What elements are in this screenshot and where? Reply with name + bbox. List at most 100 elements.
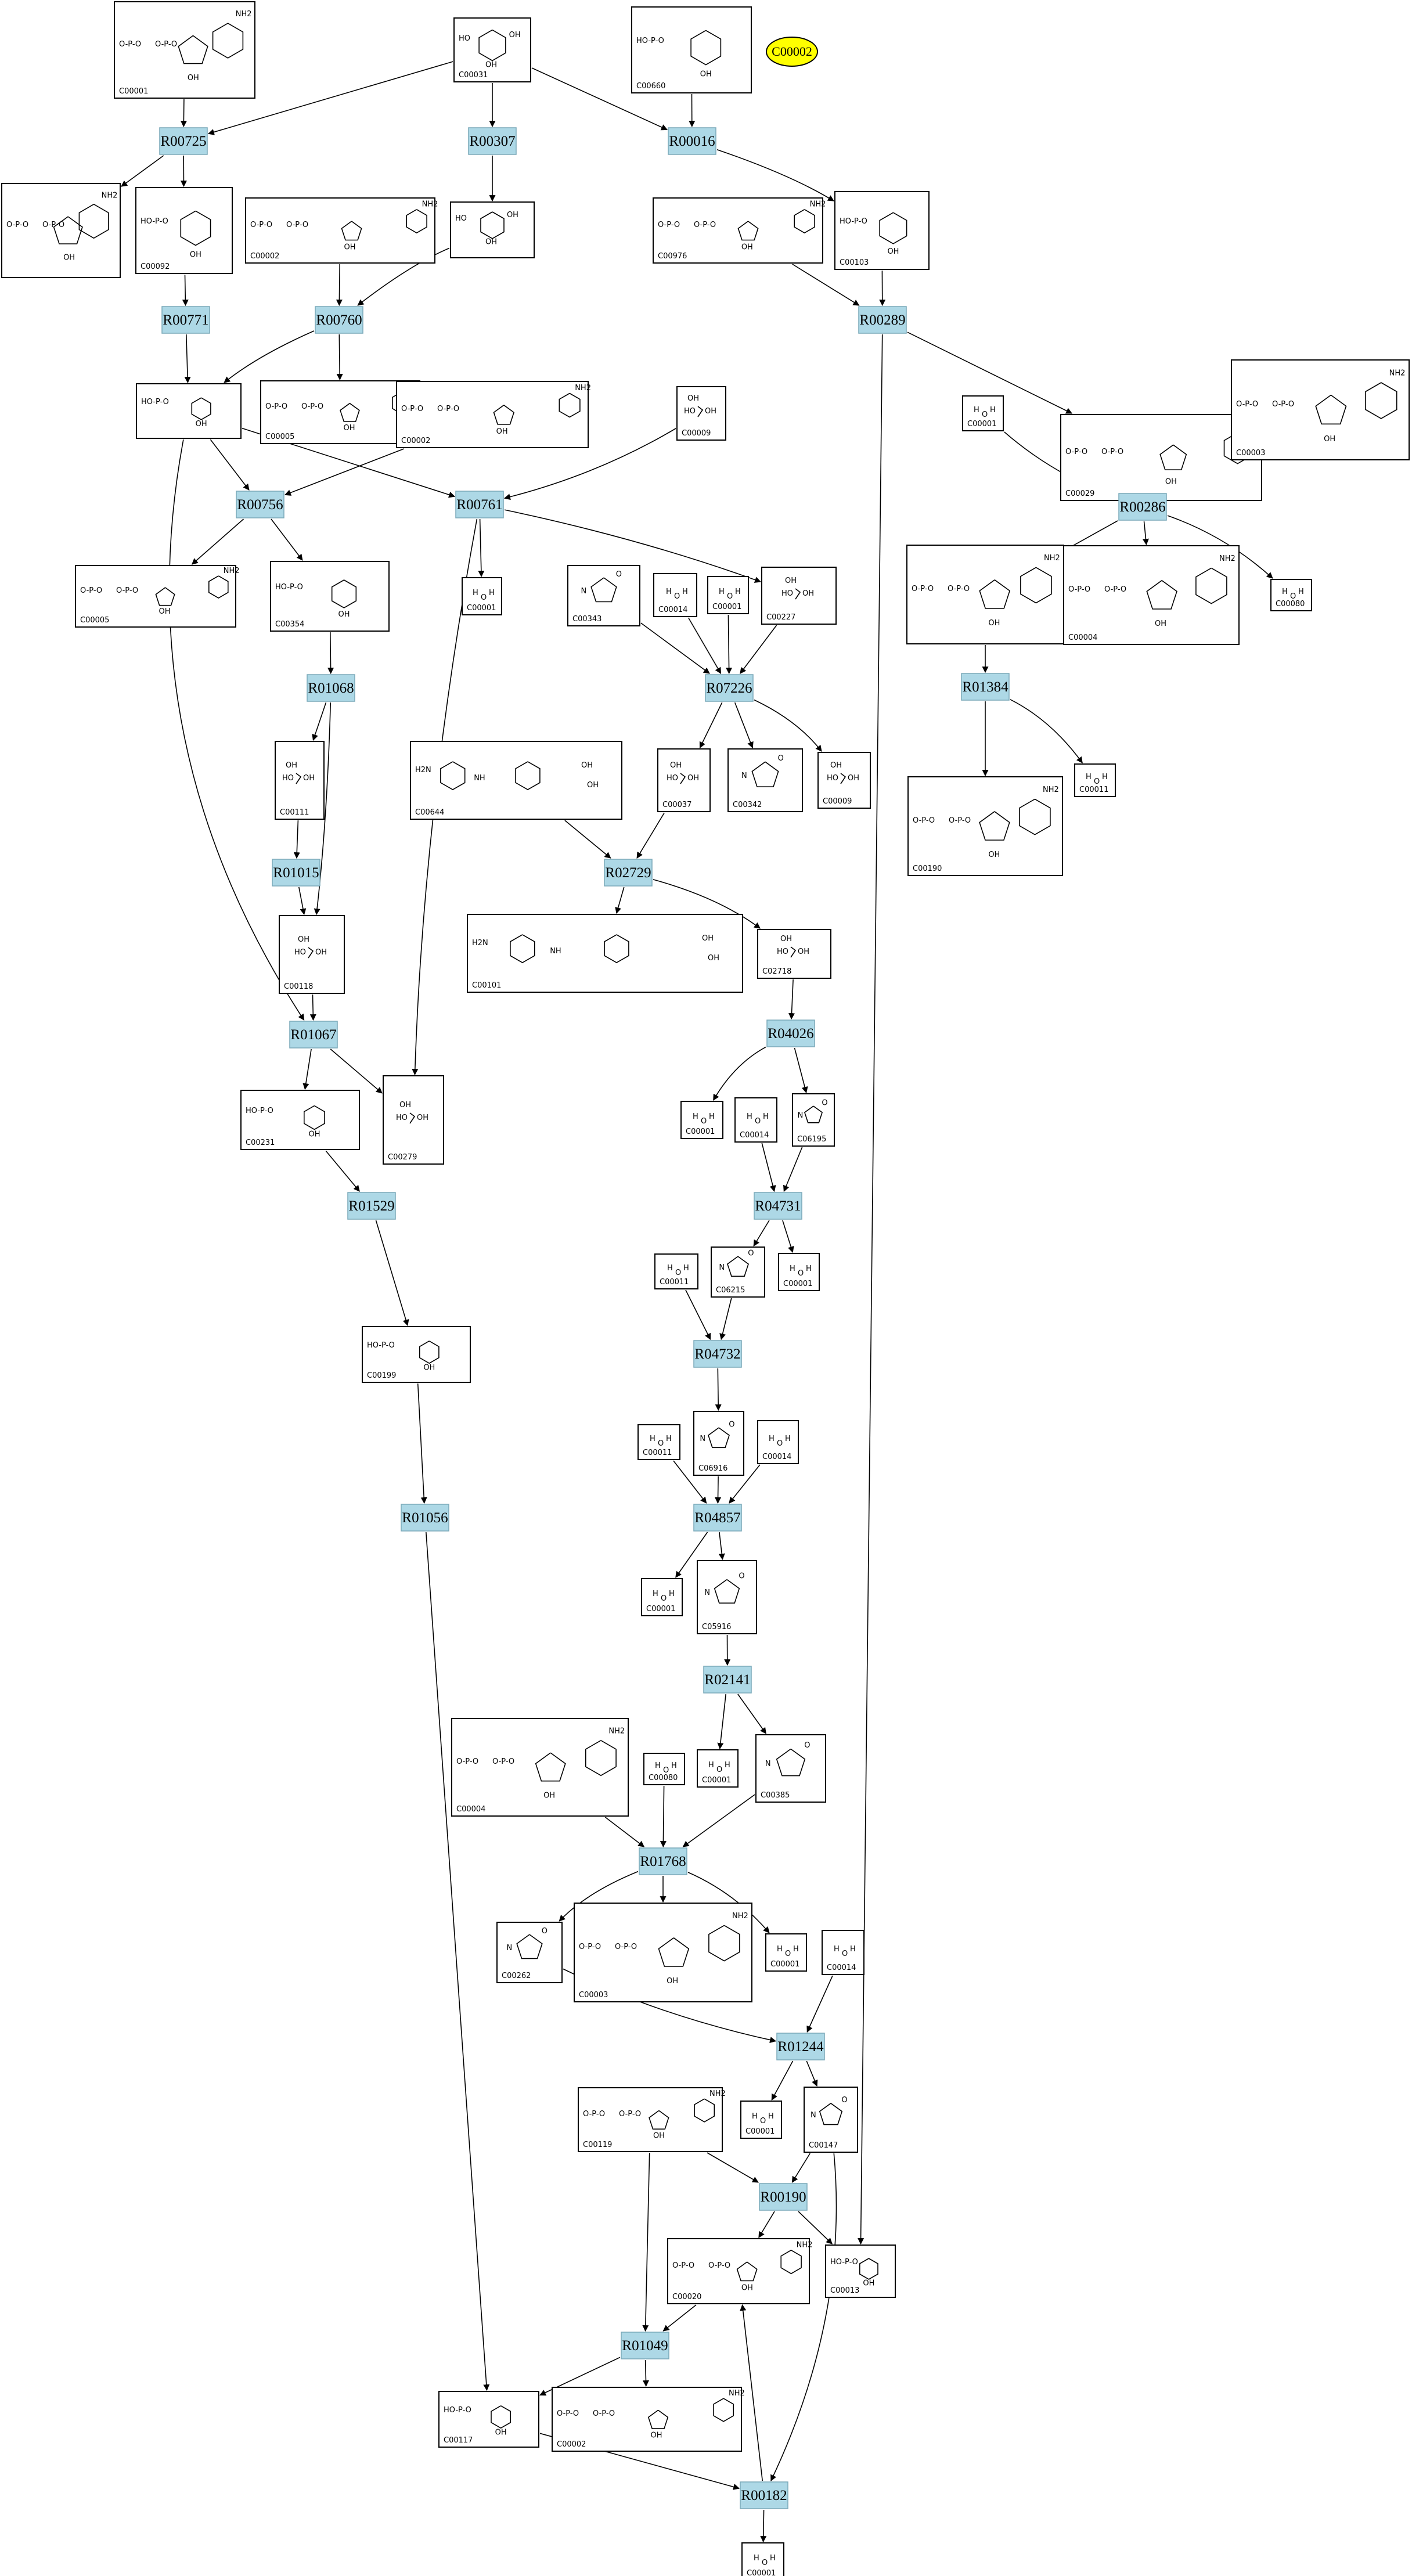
compound-box[interactable] xyxy=(676,386,726,441)
compound-box[interactable] xyxy=(697,1749,739,1788)
compound-box[interactable] xyxy=(667,2238,810,2304)
compound-box[interactable] xyxy=(693,1411,744,1476)
compound-box[interactable] xyxy=(654,1253,698,1289)
compound-box[interactable] xyxy=(962,395,1004,431)
reaction-R04731[interactable]: R04731 xyxy=(754,1192,802,1220)
compound-box[interactable] xyxy=(734,1097,777,1143)
compound-box[interactable] xyxy=(727,748,803,812)
compound-box[interactable] xyxy=(907,776,1063,876)
compound-box[interactable] xyxy=(567,565,640,626)
reaction-R02141[interactable]: R02141 xyxy=(703,1666,752,1694)
reaction-box[interactable] xyxy=(161,306,210,334)
reaction-R04026[interactable]: R04026 xyxy=(766,1019,815,1047)
compound-box[interactable] xyxy=(653,197,823,264)
compound-box[interactable] xyxy=(653,573,697,617)
compound-box[interactable] xyxy=(135,187,233,274)
compound-box[interactable] xyxy=(450,201,535,258)
compound-box[interactable] xyxy=(804,2087,858,2153)
compound-box[interactable] xyxy=(279,915,345,994)
compound-box[interactable] xyxy=(825,2244,896,2298)
compound-box[interactable] xyxy=(1270,579,1312,611)
reaction-R00286[interactable]: R00286 xyxy=(1118,493,1167,521)
compound-box[interactable] xyxy=(275,741,325,820)
reaction-R01068[interactable]: R01068 xyxy=(307,674,355,702)
reaction-box[interactable] xyxy=(693,1340,742,1368)
compound-box[interactable] xyxy=(711,1246,765,1298)
compound-box[interactable] xyxy=(906,545,1064,644)
reaction-box[interactable] xyxy=(766,1019,815,1047)
reaction-R01049[interactable]: R01049 xyxy=(621,2332,669,2359)
compound-box[interactable] xyxy=(740,2101,782,2139)
compound-C00085[interactable]: HO-P-OOH xyxy=(136,383,242,439)
reaction-box[interactable] xyxy=(621,2332,669,2359)
compound-box[interactable] xyxy=(631,6,752,93)
reaction-box[interactable] xyxy=(347,1192,396,1220)
reaction-R01015[interactable]: R01015 xyxy=(272,859,320,887)
reaction-R07226[interactable]: R07226 xyxy=(705,674,754,702)
compound-box[interactable] xyxy=(697,1560,757,1634)
reaction-R00756[interactable]: R00756 xyxy=(236,491,284,518)
reaction-box[interactable] xyxy=(703,1666,752,1694)
reaction-box[interactable] xyxy=(740,2481,788,2509)
compound-box[interactable] xyxy=(362,1326,471,1383)
reaction-box[interactable] xyxy=(236,491,284,518)
reaction-R04857[interactable]: R04857 xyxy=(693,1504,742,1532)
compound-box[interactable] xyxy=(822,1930,865,1975)
reaction-box[interactable] xyxy=(401,1504,449,1532)
reaction-box[interactable] xyxy=(307,674,355,702)
reaction-R00760[interactable]: R00760 xyxy=(315,306,363,334)
reaction-R00190[interactable]: R00190 xyxy=(759,2183,808,2211)
reaction-R00761[interactable]: R00761 xyxy=(455,491,504,518)
compound-box[interactable] xyxy=(765,1933,807,1972)
compound-box[interactable] xyxy=(757,1420,799,1464)
reaction-box[interactable] xyxy=(604,859,653,887)
reaction-box[interactable] xyxy=(1118,493,1167,521)
reaction-box[interactable] xyxy=(705,674,754,702)
reaction-box[interactable] xyxy=(272,859,320,887)
reaction-R00771[interactable]: R00771 xyxy=(161,306,210,334)
compound-box[interactable] xyxy=(757,929,831,979)
compound-box[interactable] xyxy=(467,914,743,993)
compound-box[interactable] xyxy=(817,752,871,809)
reaction-box[interactable] xyxy=(759,2183,808,2211)
reaction-box[interactable] xyxy=(754,1192,802,1220)
reaction-R01056[interactable]: R01056 xyxy=(401,1504,449,1532)
